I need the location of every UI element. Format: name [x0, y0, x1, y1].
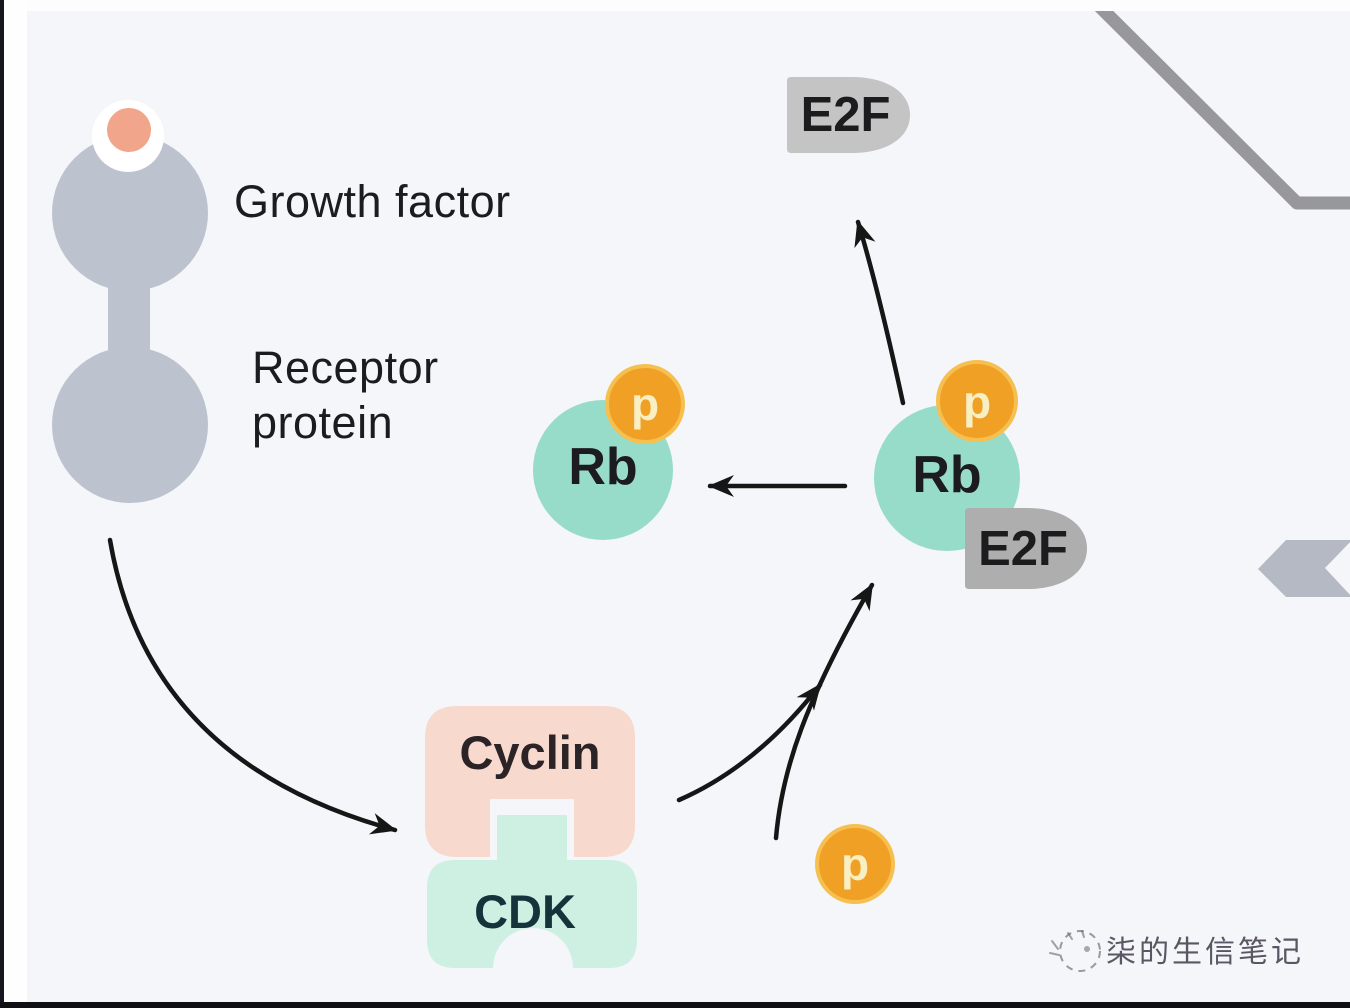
rb-e2f-complex-shape	[874, 360, 1087, 589]
receptor-protein-line2: protein	[252, 396, 394, 448]
cdk-shape	[427, 815, 637, 968]
receptor-protein-label: Receptor protein	[252, 341, 439, 451]
frame-edge-left	[0, 0, 4, 1008]
cyclin-shape	[425, 706, 635, 857]
watermark-text: 柒的生信笔记	[1106, 936, 1304, 969]
growth-factor-ligand	[107, 108, 151, 152]
signal-arrows	[107, 219, 906, 841]
phosphate-right-shape	[936, 360, 1018, 442]
receptor-protein-shape	[52, 100, 208, 503]
e2f-free-label: E2F	[800, 88, 891, 142]
e2f-bound-shape	[965, 508, 1087, 589]
chevron-left-icon	[1258, 540, 1350, 597]
rb-right-label: Rb	[912, 446, 982, 504]
phosphate-free-shape	[815, 824, 895, 904]
cyclin-cdk-complex-shape	[425, 706, 637, 968]
watermark: 柒的生信笔记	[1042, 916, 1322, 982]
frame-edge-bottom	[0, 1002, 1350, 1008]
phosphate-left-label: p	[630, 378, 660, 430]
arrow-receptor-to-cyclin	[107, 537, 398, 835]
membrane-line-icon	[1083, 0, 1350, 210]
receptor-protein-line1: Receptor	[252, 342, 439, 393]
arrow-cyclincdk-to-junction	[676, 682, 823, 803]
frame-edge-top	[0, 0, 1350, 11]
cyclin-label: Cyclin	[459, 725, 601, 779]
phosphate-free-label: p	[840, 838, 870, 890]
rb-left-shape	[533, 364, 685, 540]
arrow-phosphate-to-rb	[773, 582, 875, 841]
e2f-free-shape	[787, 77, 910, 153]
rb-left-label: Rb	[568, 438, 638, 496]
phosphate-right-label: p	[962, 376, 992, 428]
frame-edge-left-inner	[4, 0, 27, 1008]
e2f-bound-label: E2F	[978, 521, 1068, 576]
arrow-rb-to-free-e2f	[854, 219, 906, 406]
sketch-cat-logo-icon	[1049, 930, 1101, 972]
growth-factor-label: Growth factor	[234, 176, 511, 227]
phosphate-left-shape	[605, 364, 685, 444]
cdk-label: CDK	[474, 884, 576, 938]
